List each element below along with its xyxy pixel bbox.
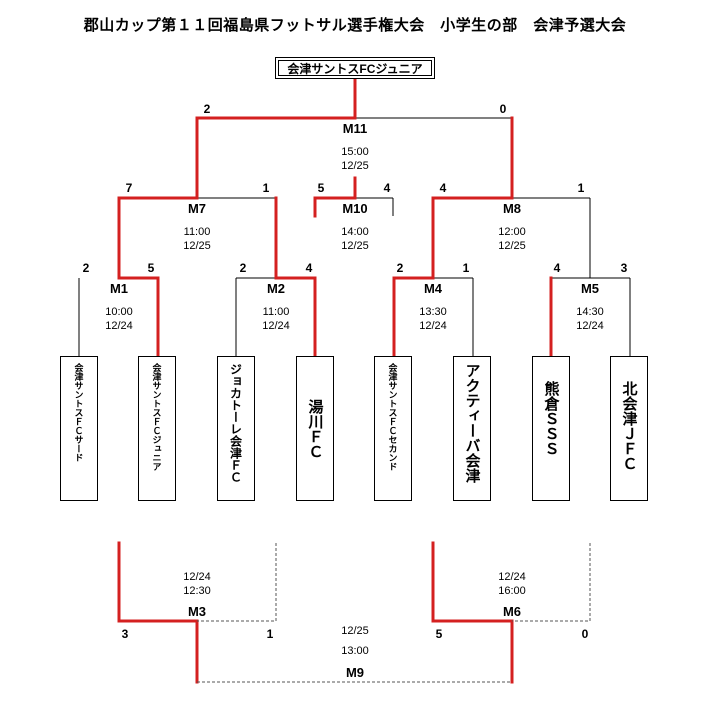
m10-date: 12/25 <box>341 240 369 252</box>
m3-score-left: 3 <box>121 627 129 641</box>
line-m7-winner <box>117 196 199 280</box>
line-m3-loser <box>197 543 277 622</box>
m11-time: 15:00 <box>341 146 369 158</box>
team-box-6: アクティーバ会津 <box>453 356 491 501</box>
m4-time: 13:30 <box>419 306 447 318</box>
m7-time: 11:00 <box>183 226 211 238</box>
m11-score-left: 2 <box>203 102 211 116</box>
team-name-1: 会津サントスＦＣサード <box>73 363 84 462</box>
team-box-5: 会津サントスＦＣセカンド <box>374 356 412 501</box>
m1-time: 10:00 <box>105 306 133 318</box>
team-name-8: 北会津ＪＦＣ <box>620 381 638 471</box>
line-m8-winner <box>431 196 514 280</box>
team-box-8: 北会津ＪＦＣ <box>610 356 648 501</box>
m4-score-left: 2 <box>396 261 404 275</box>
line-m3-winner <box>117 541 199 684</box>
line-m2-winner <box>274 276 317 358</box>
team-name-5: 会津サントスＦＣセカンド <box>387 363 398 471</box>
bracket-black-lines <box>78 117 631 356</box>
m8-date: 12/25 <box>498 240 526 252</box>
m1-score-left: 2 <box>82 261 90 275</box>
m11-score-right: 0 <box>499 102 507 116</box>
champion-box-inner-border <box>278 60 432 76</box>
m9-time: 13:00 <box>341 645 369 657</box>
m9-label: M9 <box>345 665 365 680</box>
m7-score-right: 1 <box>262 181 270 195</box>
m11-date: 12/25 <box>341 160 369 172</box>
team-box-7: 熊倉ＳＳＳ <box>532 356 570 501</box>
m6-score-right: 0 <box>581 627 589 641</box>
line-m1-winner <box>117 276 160 358</box>
m2-score-left: 2 <box>239 261 247 275</box>
bracket-red-lines <box>117 78 553 684</box>
m3-date: 12/24 <box>183 571 211 583</box>
m7-label: M7 <box>187 201 207 216</box>
team-name-6: アクティーバ会津 <box>463 363 481 483</box>
m8-score-right: 1 <box>577 181 585 195</box>
m5-time: 14:30 <box>576 306 604 318</box>
m5-score-right: 3 <box>620 261 628 275</box>
line-m6-loser <box>512 543 591 622</box>
m8-time: 12:00 <box>498 226 526 238</box>
m10-score-left: 5 <box>317 181 325 195</box>
bracket-dashed-lines <box>197 543 591 683</box>
m2-time: 11:00 <box>262 306 290 318</box>
champion-name: 会津サントスFCジュニア <box>287 61 423 76</box>
m11-label: M11 <box>342 121 368 136</box>
m8-score-left: 4 <box>439 181 447 195</box>
m8-label: M8 <box>502 201 522 216</box>
team-name-3: ジョカトーレ会津ＦＣ <box>228 363 243 483</box>
m7-date: 12/25 <box>183 240 211 252</box>
line-m4-winner <box>392 276 435 358</box>
m5-date: 12/24 <box>576 320 604 332</box>
m2-label: M2 <box>266 281 286 296</box>
m5-score-left: 4 <box>553 261 561 275</box>
m5-label: M5 <box>580 281 600 296</box>
m6-label: M6 <box>502 604 522 619</box>
m3-label: M3 <box>187 604 207 619</box>
m10-label: M10 <box>342 201 368 216</box>
team-name-4: 湯川ＦＣ <box>306 399 324 459</box>
m1-label: M1 <box>109 281 129 296</box>
m6-score-left: 5 <box>435 627 443 641</box>
m4-date: 12/24 <box>419 320 447 332</box>
m3-time: 12:30 <box>183 585 211 597</box>
team-name-2: 会津サントスＦＣジュニア <box>151 363 162 471</box>
team-name-7: 熊倉ＳＳＳ <box>542 381 560 456</box>
line-m6-winner <box>431 541 514 684</box>
m3-score-right: 1 <box>266 627 274 641</box>
team-box-4: 湯川ＦＣ <box>296 356 334 501</box>
m2-score-right: 4 <box>305 261 313 275</box>
m4-label: M4 <box>423 281 443 296</box>
m10-score-right: 4 <box>383 181 391 195</box>
m7-score-left: 7 <box>125 181 133 195</box>
line-m10-winner <box>313 176 357 218</box>
team-box-1: 会津サントスＦＣサード <box>60 356 98 501</box>
m4-score-right: 1 <box>462 261 470 275</box>
m1-score-right: 5 <box>147 261 155 275</box>
m2-date: 12/24 <box>262 320 290 332</box>
team-box-3: ジョカトーレ会津ＦＣ <box>217 356 255 501</box>
page-title: 郡山カップ第１１回福島県フットサル選手権大会 小学生の部 会津予選大会 <box>83 17 627 34</box>
m6-time: 16:00 <box>498 585 526 597</box>
champion-box: 会津サントスFCジュニア <box>275 57 435 79</box>
m10-time: 14:00 <box>341 226 369 238</box>
m9-date: 12/25 <box>341 625 369 637</box>
m1-date: 12/24 <box>105 320 133 332</box>
m6-date: 12/24 <box>498 571 526 583</box>
team-box-2: 会津サントスＦＣジュニア <box>138 356 176 501</box>
line-m11-winner <box>195 78 357 200</box>
